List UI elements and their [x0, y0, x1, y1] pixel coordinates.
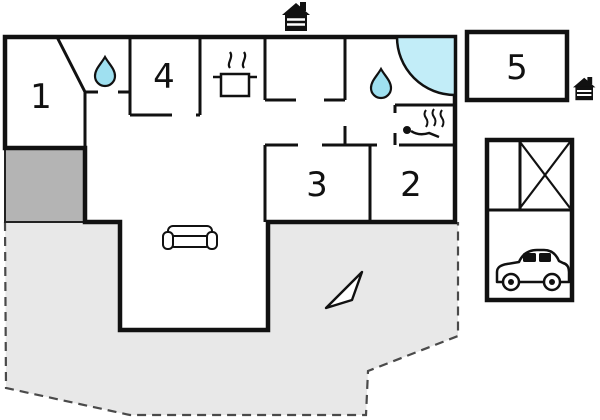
sauna-steam — [431, 108, 437, 127]
steam-lines — [241, 51, 247, 69]
water-drop-shape — [93, 54, 117, 88]
chimney-stack — [300, 2, 306, 11]
storage-cross-icon — [519, 141, 571, 209]
chimney-roof — [573, 77, 596, 88]
pot-body — [219, 72, 251, 98]
chimney-icon — [573, 77, 596, 101]
north-arrow-icon — [324, 270, 364, 310]
sofa-seat — [170, 235, 210, 248]
chimney-stripes — [287, 18, 305, 26]
chimney-icon — [282, 2, 310, 31]
chimney-stack — [587, 77, 593, 85]
house-outline — [2, 34, 458, 333]
car-wheel-hub — [549, 279, 555, 285]
room-5-label: 5 — [506, 48, 528, 88]
garage-inner-walls — [487, 140, 572, 212]
sofa-icon — [162, 225, 218, 250]
chimney-roof — [282, 3, 310, 15]
chimney-body — [285, 14, 307, 31]
car-icon — [495, 248, 571, 292]
water-drop-shape — [369, 66, 393, 100]
car-window — [539, 253, 551, 262]
room-3-label: 3 — [306, 165, 328, 205]
corner-bathtub-icon — [395, 35, 457, 97]
water-drop-icon — [93, 54, 117, 88]
interior-walls — [55, 36, 455, 222]
sauna-person-head — [403, 126, 411, 134]
chimney-stripes — [577, 90, 592, 96]
water-drop-icon — [369, 66, 393, 100]
sauna-icon — [403, 108, 445, 139]
sofa-arm — [206, 231, 218, 250]
terrace — [4, 147, 86, 223]
sauna-steam — [423, 109, 429, 128]
garage — [484, 137, 575, 303]
sauna-person-body — [410, 129, 440, 139]
chimney-body — [575, 86, 593, 101]
room-2-label: 2 — [400, 165, 422, 205]
steam-lines — [227, 51, 233, 69]
room-1-label: 1 — [30, 77, 52, 117]
sofa-arm — [162, 231, 174, 250]
garden-dashed-border — [3, 221, 460, 417]
house-5-outline — [464, 29, 570, 103]
stove-pot-icon — [213, 51, 257, 98]
sauna-steam — [439, 109, 445, 128]
car-wheel-hub — [508, 279, 514, 285]
room-4-label: 4 — [153, 57, 175, 97]
car-window — [523, 253, 536, 262]
